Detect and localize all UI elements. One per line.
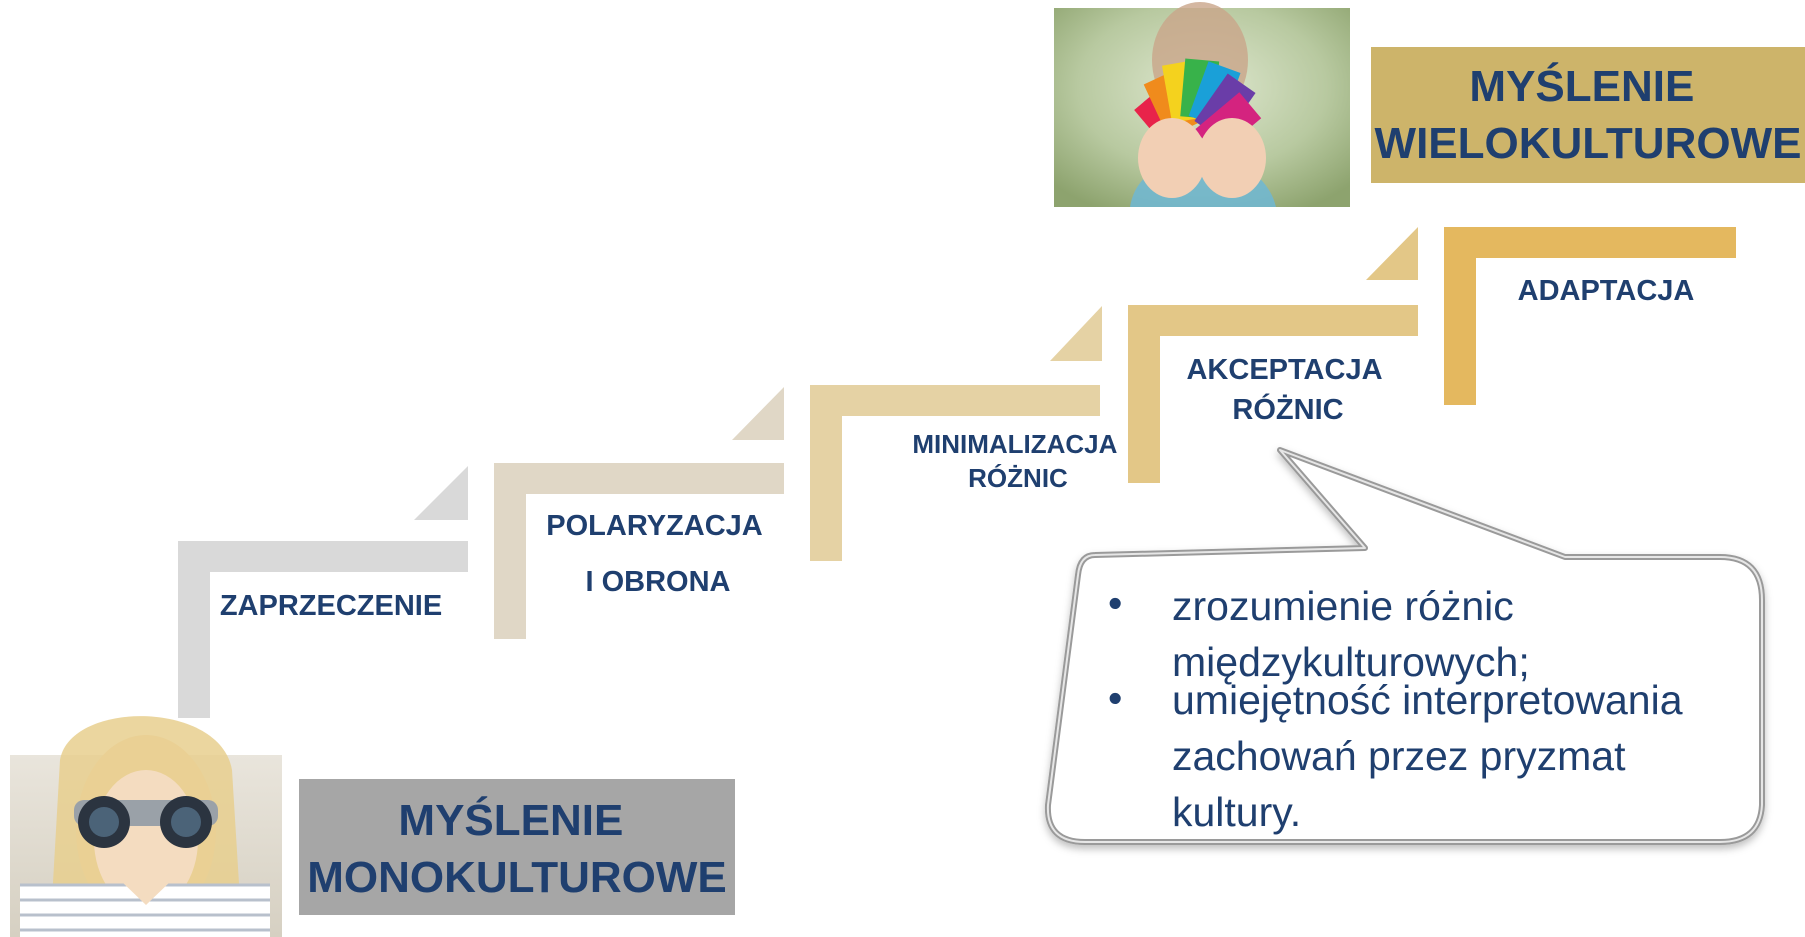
step-label: ZAPRZECZENIE: [220, 590, 442, 622]
step-akceptacja: AKCEPTACJA RÓŻNIC: [1128, 227, 1418, 483]
callout-bubble: [1044, 447, 1765, 845]
step-label: AKCEPTACJA RÓŻNIC: [1186, 354, 1389, 426]
step-label: POLARYZACJA I OBRONA: [546, 510, 769, 598]
step-label: ADAPTACJA: [1518, 275, 1695, 307]
step-shape: [1444, 227, 1736, 405]
callout-list: • zrozumienie różnic międzykulturowych; …: [1108, 580, 1694, 835]
callout-bullet-2: •: [1108, 675, 1122, 721]
staircase: ZAPRZECZENIE POLARYZACJA I OBRONA MINIMA…: [178, 227, 1736, 718]
monoculture-box-title: MYŚLENIE MONOKULTUROWE: [307, 795, 727, 902]
step-arrow-triangle: [1050, 306, 1102, 361]
step-zaprzeczenie: ZAPRZECZENIE: [178, 466, 468, 718]
callout-bullet-1: •: [1108, 580, 1122, 626]
step-minimalizacja: MINIMALIZACJA RÓŻNIC: [810, 306, 1123, 561]
step-shape: [178, 541, 468, 718]
step-shape: [494, 463, 784, 639]
step-arrow-triangle: [732, 387, 784, 440]
step-arrow-triangle: [414, 466, 468, 520]
step-adaptacja: ADAPTACJA: [1444, 227, 1736, 405]
monoculture-box: MYŚLENIE MONOKULTUROWE: [299, 779, 735, 915]
woman-with-binoculars-photo: [10, 716, 282, 937]
multiculture-box: MYŚLENIE WIELOKULTUROWE: [1371, 47, 1805, 183]
step-label: MINIMALIZACJA RÓŻNIC: [912, 429, 1123, 493]
step-shape: [810, 385, 1100, 561]
multiculture-box-title: MYŚLENIE WIELOKULTUROWE: [1375, 61, 1802, 168]
step-shape: [1128, 305, 1418, 483]
multiculture-box-bg: [1371, 47, 1805, 183]
callout-item-2: umiejętność interpretowania zachowań prz…: [1172, 677, 1694, 835]
step-polaryzacja: POLARYZACJA I OBRONA: [494, 387, 784, 639]
step-arrow-triangle: [1366, 227, 1418, 280]
monoculture-box-bg: [299, 779, 735, 915]
hands-holding-color-cards-photo: [1054, 2, 1350, 207]
callout-item-1: zrozumienie różnic międzykulturowych;: [1172, 583, 1530, 685]
